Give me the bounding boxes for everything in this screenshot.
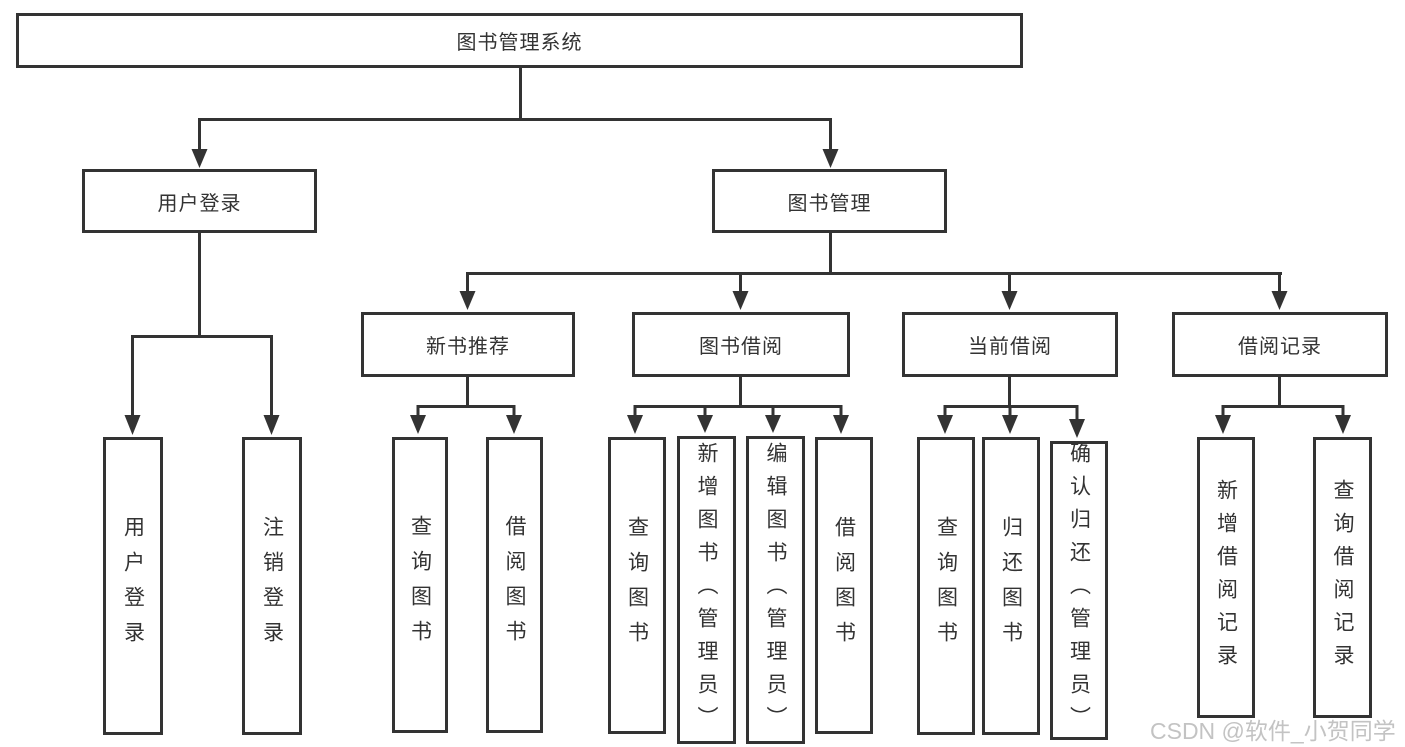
node-new-book-recommend: 新书推荐 [361, 312, 575, 377]
node-label: 图书管理系统 [456, 32, 583, 54]
leaf-query-books-3: 查询图书 [917, 437, 975, 735]
leaf-add-books-admin: 新增图书（管理员） [677, 436, 736, 744]
node-label: 新书推荐 [426, 336, 510, 358]
connector-user-login-to-leaves [124, 233, 280, 435]
leaf-confirm-return-admin: 确认归还（管理员） [1050, 441, 1108, 740]
leaf-logout: 注销登录 [242, 437, 302, 735]
node-label: 用户登录 [157, 192, 242, 215]
csdn-watermark: CSDN @软件_小贺同学 [1150, 718, 1396, 744]
node-label: 用户登录 [121, 516, 145, 656]
node-book-management: 图书管理 [712, 169, 947, 233]
leaf-query-borrow-record: 查询借阅记录 [1313, 437, 1372, 718]
node-label: 归还图书 [999, 516, 1023, 656]
node-library-management-system: 图书管理系统 [16, 13, 1023, 68]
leaf-query-books-2: 查询图书 [608, 437, 666, 734]
node-label: 图书管理 [787, 192, 872, 215]
node-borrow-records: 借阅记录 [1172, 312, 1388, 377]
leaf-user-login: 用户登录 [103, 437, 163, 735]
node-label: 查询图书 [934, 516, 958, 656]
leaf-return-books: 归还图书 [982, 437, 1040, 735]
connector-book-management-to-level3 [459, 233, 1288, 310]
node-label: 图书借阅 [699, 336, 783, 358]
node-label: 借阅图书 [832, 515, 856, 656]
node-label: 新增图书（管理员） [695, 441, 718, 739]
connector-current-borrow-to-leaves [937, 377, 1085, 438]
leaf-borrow-books-2: 借阅图书 [815, 437, 873, 734]
node-label: 借阅记录 [1238, 336, 1322, 358]
connector-new-book-recommend-to-leaves [410, 377, 522, 434]
leaf-borrow-books-1: 借阅图书 [486, 437, 543, 733]
leaf-edit-books-admin: 编辑图书（管理员） [746, 436, 805, 744]
node-user-login: 用户登录 [82, 169, 317, 233]
connector-book-borrow-to-leaves [627, 377, 849, 434]
node-label: 查询图书 [408, 515, 432, 655]
leaf-add-borrow-record: 新增借阅记录 [1197, 437, 1255, 718]
leaf-query-books-1: 查询图书 [392, 437, 448, 733]
node-label: 确认归还（管理员） [1067, 442, 1091, 739]
connector-borrow-records-to-leaves [1215, 377, 1351, 434]
node-book-borrow: 图书借阅 [632, 312, 850, 377]
node-label: 借阅图书 [503, 515, 526, 655]
node-label: 查询图书 [625, 515, 649, 656]
node-label: 注销登录 [260, 516, 284, 656]
node-label: 查询借阅记录 [1331, 478, 1354, 677]
node-current-borrow: 当前借阅 [902, 312, 1118, 377]
connector-root-to-level2 [191, 68, 839, 168]
node-label: 新增借阅记录 [1214, 478, 1238, 677]
node-label: 当前借阅 [968, 336, 1052, 358]
node-label: 编辑图书（管理员） [764, 441, 787, 739]
